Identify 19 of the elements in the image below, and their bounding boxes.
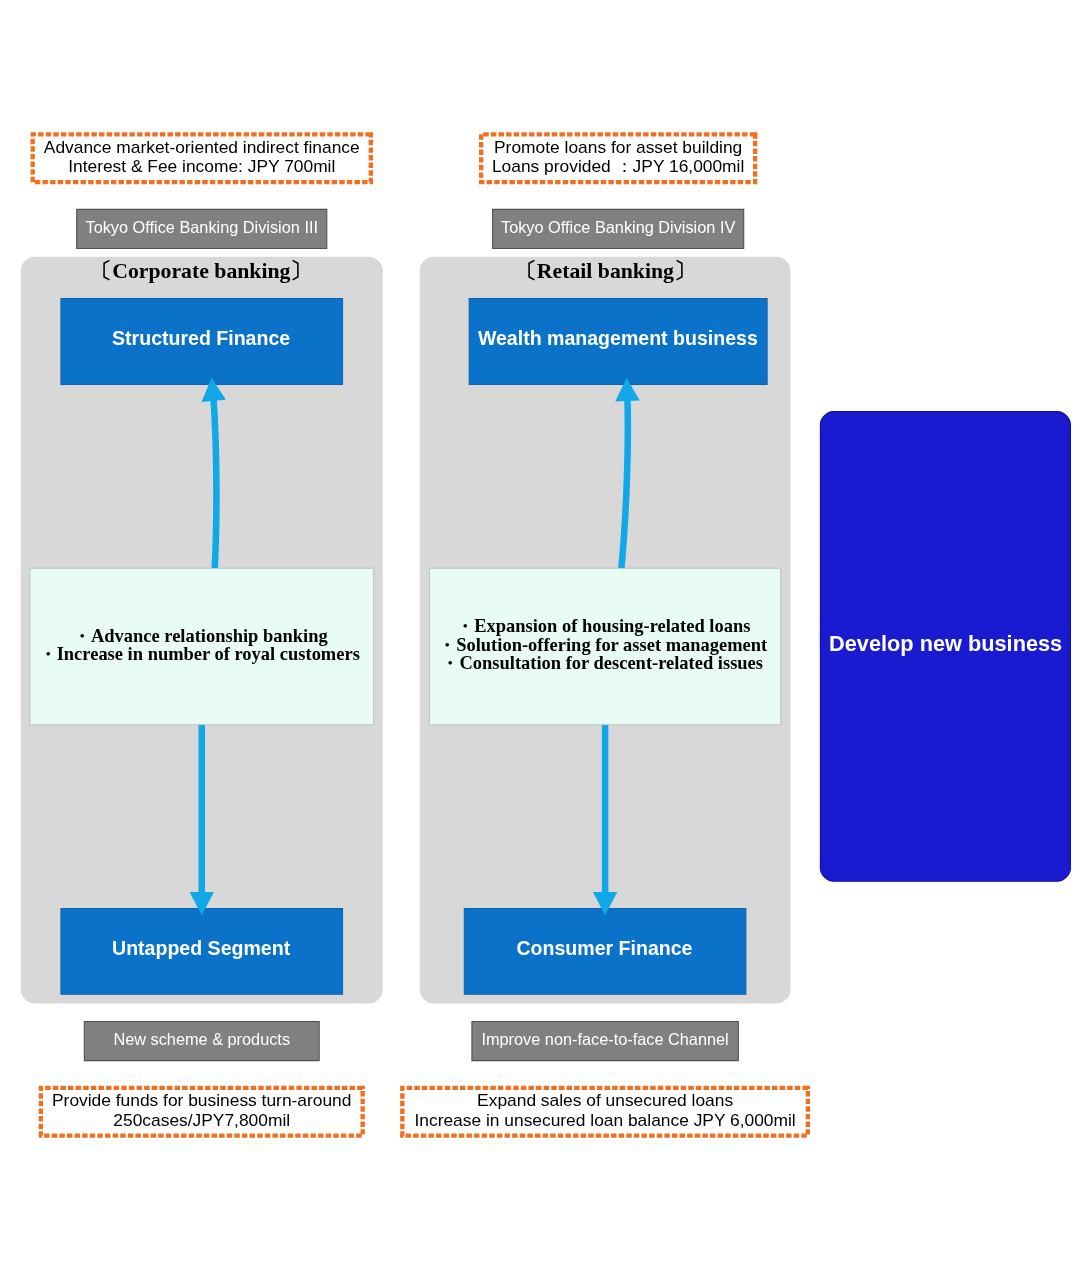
node-box: Advance market-oriented indirect finance Interest & Fee income: JPY 700mil: [30, 131, 373, 184]
arrow: [615, 377, 640, 568]
node-box: Consumer Finance: [463, 907, 747, 995]
node-box: New scheme & products: [83, 1020, 320, 1061]
node-box: ・Expansion of housing-related loans ・Solution-offering for asset management ・Consultation for descent-related issues: [428, 567, 782, 725]
node-box: Tokyo Office Banking Division IV: [492, 208, 745, 249]
node-box: Improve non-face-to-face Channel: [471, 1020, 739, 1061]
arrow: [189, 724, 214, 915]
node-box: Tokyo Office Banking Division III: [76, 208, 328, 249]
node-box: Untapped Segment: [60, 907, 344, 995]
node-box: Promote loans for asset building Loans provided ：JPY 16,000mil: [479, 131, 758, 184]
node-box: ・Advance relationship banking ・Increase in number of royal customers: [29, 567, 375, 725]
node-box: Expand sales of unsecured loans Increase in unsecured loan balance JPY 6,000mil: [400, 1085, 811, 1138]
arrow: [592, 724, 618, 915]
arrow: [201, 377, 226, 568]
node-box: Wealth management business: [468, 297, 768, 385]
node-box: Provide funds for business turn-around 250cases/JPY7,800mil: [38, 1085, 365, 1138]
node-box: Develop new business: [819, 410, 1071, 882]
node-box: Structured Finance: [60, 297, 344, 385]
